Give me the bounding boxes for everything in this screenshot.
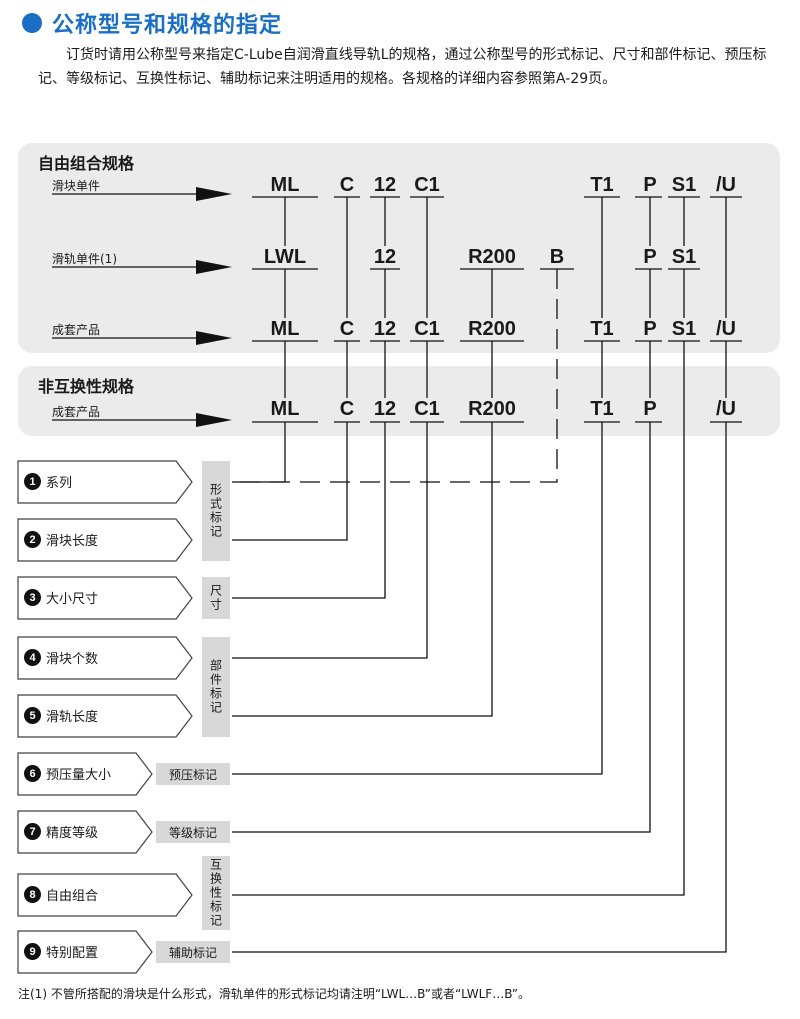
free-combo-panel — [18, 143, 780, 353]
code-u: /U — [716, 318, 736, 340]
tag-preload: 预压标记 — [156, 763, 230, 785]
row-label-rail: 滑轨单件(1) — [52, 252, 117, 266]
code-t1: T1 — [590, 174, 614, 196]
tag-aux: 辅助标记 — [156, 941, 230, 963]
code-s1: S1 — [671, 246, 697, 268]
row-label-set-ni: 成套产品 — [52, 405, 101, 419]
bullet-icon — [22, 13, 42, 33]
free-combo-title: 自由组合规格 — [38, 154, 135, 173]
code-p: P — [643, 318, 657, 340]
code-c1: C1 — [414, 318, 440, 340]
non-interchangeable-title: 非互换性规格 — [38, 377, 135, 396]
code-12: 12 — [373, 398, 397, 420]
code-p: P — [643, 174, 657, 196]
code-r200: R200 — [468, 318, 516, 340]
code-ml: ML — [270, 398, 300, 420]
intro-paragraph: 订货时请用公称型号来指定C-Lube自润滑直线导轨L的规格，通过公称型号的形式标… — [38, 47, 767, 87]
code-c1: C1 — [414, 398, 440, 420]
tag-grade: 等级标记 — [156, 821, 230, 843]
code-c1: C1 — [414, 174, 440, 196]
row-label-set: 成套产品 — [52, 323, 101, 337]
section-header: 公称型号和规格的指定 — [22, 8, 282, 38]
tag-size: 尺寸 — [202, 577, 230, 619]
code-c: C — [339, 174, 355, 196]
code-r200: R200 — [468, 398, 516, 420]
code-p: P — [643, 246, 657, 268]
tag-form: 形式标记 — [202, 461, 230, 561]
code-12: 12 — [373, 318, 397, 340]
code-p: P — [643, 398, 657, 420]
code-ml: ML — [270, 174, 300, 196]
code-c: C — [339, 318, 355, 340]
row-label-block: 滑块单件 — [52, 179, 101, 193]
code-c: C — [339, 398, 355, 420]
code-12: 12 — [373, 246, 397, 268]
code-t1: T1 — [590, 318, 614, 340]
tag-interchange: 互换性标记 — [202, 856, 230, 930]
tag-part: 部件标记 — [202, 637, 230, 737]
code-12: 12 — [373, 174, 397, 196]
code-ml: ML — [270, 318, 300, 340]
code-t1: T1 — [590, 398, 614, 420]
code-r200: R200 — [468, 246, 516, 268]
page-title: 公称型号和规格的指定 — [52, 13, 283, 38]
footnote: 注(1) 不管所搭配的滑块是什么形式，滑轨单件的形式标记均请注明“LWL…B”或… — [18, 987, 531, 1001]
code-b: B — [549, 246, 565, 268]
non-interchangeable-panel — [18, 366, 780, 436]
code-s1: S1 — [671, 318, 697, 340]
code-lwl: LWL — [263, 246, 307, 268]
code-s1: S1 — [671, 174, 697, 196]
code-u: /U — [716, 398, 736, 420]
code-u: /U — [716, 174, 736, 196]
